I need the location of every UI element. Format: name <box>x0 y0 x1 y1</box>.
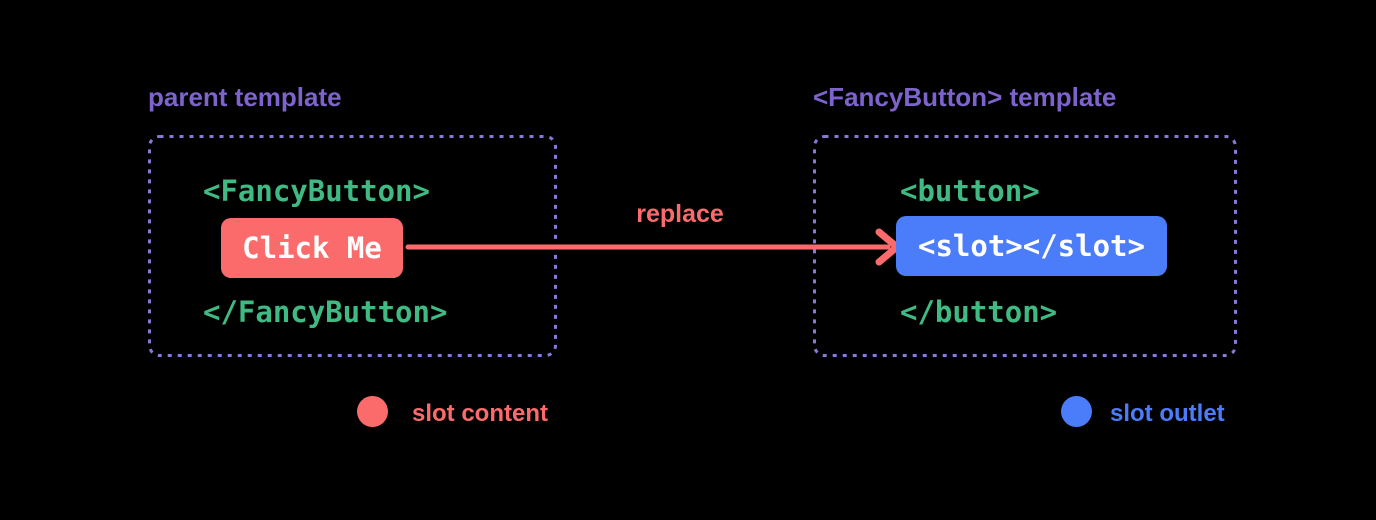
fancy-code-open-tag: <button> <box>900 174 1040 208</box>
dashed-border <box>813 135 1237 357</box>
click-me-button: Click Me <box>221 218 403 278</box>
replace-label: replace <box>636 200 724 228</box>
slot-content-dot-icon <box>357 396 388 427</box>
parent-template-panel: <FancyButton> Click Me </FancyButton> <box>148 135 557 357</box>
fancy-code-close-tag: </button> <box>900 295 1058 329</box>
parent-code-close-tag: </FancyButton> <box>203 295 448 329</box>
fancybutton-template-title: <FancyButton> template <box>813 82 1117 112</box>
slot-content-legend-label: slot content <box>412 400 548 427</box>
slot-outlet-button: <slot></slot> <box>896 216 1167 276</box>
slot-outlet-dot-icon <box>1061 396 1092 427</box>
slot-outlet-legend-label: slot outlet <box>1110 400 1225 427</box>
parent-code-open-tag: <FancyButton> <box>203 174 430 208</box>
parent-template-title: parent template <box>148 82 342 112</box>
fancybutton-template-panel: <button> <slot></slot> </button> <box>813 135 1237 357</box>
